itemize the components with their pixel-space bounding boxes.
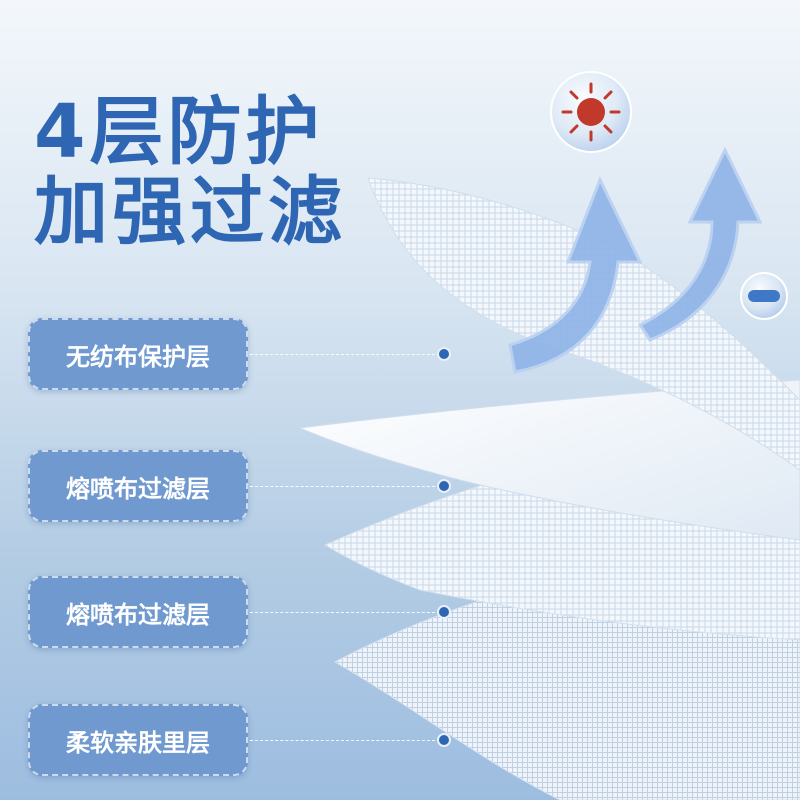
leader-dot-4 bbox=[437, 733, 451, 747]
headline-line-2: 加强过滤 bbox=[34, 169, 346, 255]
bacteria-icon bbox=[740, 272, 788, 320]
leader-line-4 bbox=[250, 740, 440, 741]
layer-label-2: 熔喷布过滤层 bbox=[28, 450, 248, 522]
layer-label-4: 柔软亲肤里层 bbox=[28, 704, 248, 776]
leader-dot-1 bbox=[437, 347, 451, 361]
virus-icon bbox=[550, 71, 632, 153]
layer-label-1: 无纺布保护层 bbox=[28, 318, 248, 390]
layer-label-3: 熔喷布过滤层 bbox=[28, 576, 248, 648]
leader-dot-2 bbox=[437, 479, 451, 493]
up-arrow-icon bbox=[508, 146, 763, 374]
leader-line-1 bbox=[250, 354, 440, 355]
headline: 4层防护 加强过滤 bbox=[34, 92, 346, 252]
leader-line-2 bbox=[250, 486, 440, 487]
headline-line-1: 4层防护 bbox=[34, 89, 324, 175]
leader-dot-3 bbox=[437, 605, 451, 619]
leader-line-3 bbox=[250, 612, 440, 613]
layer-2-sheet bbox=[298, 379, 800, 541]
